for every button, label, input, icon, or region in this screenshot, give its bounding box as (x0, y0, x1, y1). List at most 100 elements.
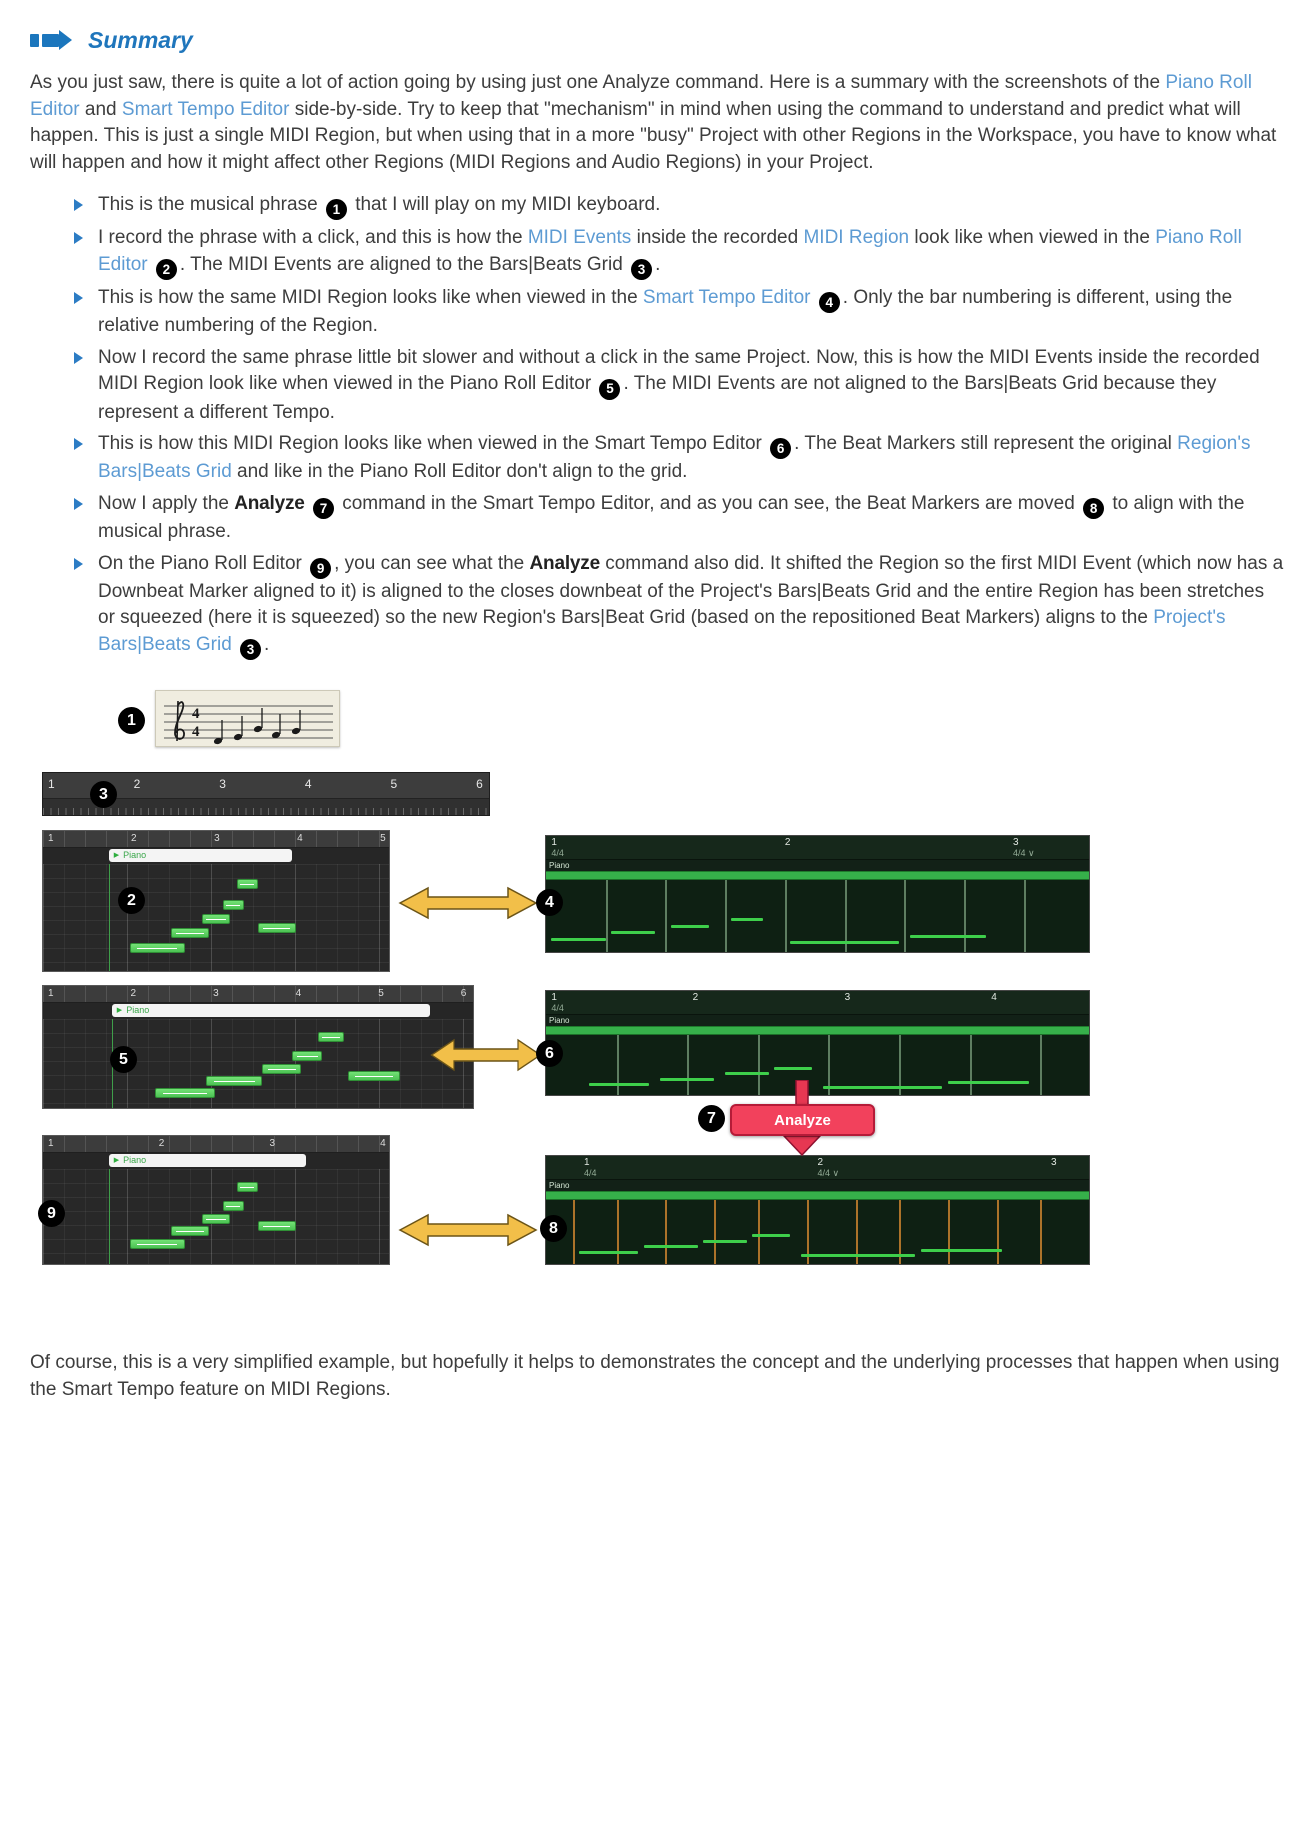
text-run: command in the Smart Tempo Editor, and a… (336, 492, 1081, 514)
play-icon: ▶ (113, 1157, 120, 1164)
bar-number: 1 (48, 1138, 54, 1149)
bar-number: 5 (378, 988, 384, 999)
piano-roll-grid (43, 864, 389, 971)
midi-note (947, 1080, 1030, 1084)
midi-region-row: ▶ Piano (43, 1153, 389, 1169)
doc-link[interactable]: MIDI Region (803, 227, 910, 249)
list-item: On the Piano Roll Editor 9, you can see … (74, 551, 1286, 660)
bullet-text: This is the musical phrase 1 that I will… (98, 192, 660, 221)
midi-note (222, 900, 244, 911)
doc-link[interactable]: Piano Roll Editor (30, 72, 1252, 120)
midi-note (670, 924, 709, 928)
text-run: . The MIDI Events are not aligned to the… (98, 373, 1217, 423)
midi-region-strip (546, 871, 1089, 880)
beat-marker-line (969, 1035, 972, 1095)
bullet-icon (74, 199, 83, 211)
beat-markers-area (546, 880, 1089, 952)
bullet-icon (74, 232, 83, 245)
list-item: This is how this MIDI Region looks like … (74, 431, 1286, 486)
numbered-badge: 9 (310, 557, 332, 579)
midi-note (129, 1239, 185, 1250)
badge-7: 7 (698, 1105, 725, 1132)
midi-note (643, 1245, 699, 1249)
tempo-bar-marker: 4 (991, 992, 997, 1003)
beat-markers-area (546, 1035, 1089, 1095)
badge-3: 3 (90, 781, 117, 808)
tempo-track-row: Piano (546, 1015, 1089, 1026)
bullet-icon (74, 292, 83, 304)
bar-number: 6 (476, 777, 483, 791)
midi-note (236, 878, 258, 889)
beat-marker-line (616, 1035, 619, 1095)
text-run: Now I record the same phrase little bit … (98, 346, 1260, 395)
text-run: This is the musical phrase (98, 194, 323, 215)
bar-number: 3 (219, 777, 226, 791)
doc-link[interactable]: Smart Tempo Editor (642, 287, 811, 308)
bar-number: 4 (295, 988, 302, 999)
midi-note (920, 1248, 1003, 1252)
doc-link[interactable]: Piano Roll Editor (98, 227, 1242, 275)
bullet-list: This is the musical phrase 1 that I will… (74, 192, 1286, 660)
midi-note (154, 1088, 215, 1099)
midi-region-strip (546, 1026, 1089, 1035)
beat-marker-line (947, 1200, 950, 1264)
text-run: . (655, 253, 661, 275)
midi-note (725, 1072, 769, 1076)
text-run: Of course, this is a very simplified exa… (30, 1352, 1280, 1400)
bar-number: 2 (131, 833, 137, 844)
piano-roll-grid (43, 1169, 389, 1264)
badge-6: 6 (536, 1040, 563, 1067)
beat-markers-area (546, 1200, 1089, 1264)
playhead (108, 864, 110, 971)
staff-notes (213, 708, 301, 745)
beat-marker-line (665, 880, 668, 952)
bullet-icon (74, 557, 83, 570)
analyze-button: Analyze (730, 1104, 875, 1136)
double-arrow-icon (398, 886, 538, 920)
badge-4: 4 (536, 889, 563, 916)
badge-1: 1 (118, 707, 145, 734)
midi-note (801, 1254, 916, 1258)
track-name-label: Piano (549, 860, 570, 870)
beat-marker-line (806, 1200, 809, 1264)
doc-link[interactable]: Project's Bars|Beats Grid (98, 607, 1226, 655)
doc-link[interactable]: MIDI Events (527, 227, 632, 249)
list-item: This is the musical phrase 1 that I will… (74, 192, 1286, 221)
numbered-badge: 1 (325, 199, 347, 221)
doc-link[interactable]: Smart Tempo Editor (121, 98, 290, 120)
bullet-text: Now I apply the Analyze 7 command in the… (98, 491, 1286, 546)
bar-number: 4 (297, 833, 303, 844)
text-run: to align with the musical phrase. (98, 492, 1245, 542)
midi-note (589, 1083, 650, 1086)
beat-marker-line (725, 880, 728, 952)
bullet-text: This is how this MIDI Region looks like … (98, 431, 1286, 486)
midi-note (171, 928, 210, 939)
bar-number: 5 (380, 833, 386, 844)
music-staff: 4 4 (164, 700, 333, 745)
bar-number: 6 (460, 988, 467, 999)
double-arrow-icon (430, 1038, 542, 1072)
text-run (810, 287, 815, 308)
midi-note (551, 937, 606, 941)
text-run: and (79, 98, 122, 120)
text-run: As you just saw, there is quite a lot of… (30, 72, 1166, 93)
beat-marker-line (757, 1035, 760, 1095)
tempo-bar-marker: 3 (844, 992, 851, 1003)
midi-note (822, 1086, 943, 1089)
bullet-text: On the Piano Roll Editor 9, you can see … (98, 551, 1286, 660)
midi-note (909, 934, 986, 938)
beat-marker-line (844, 880, 847, 952)
midi-region-bar: ▶ Piano (111, 1004, 430, 1017)
doc-link[interactable]: Region's Bars|Beats Grid (98, 433, 1251, 483)
midi-note (222, 1201, 244, 1212)
midi-note (257, 1221, 296, 1232)
beat-marker-line (855, 1200, 858, 1264)
